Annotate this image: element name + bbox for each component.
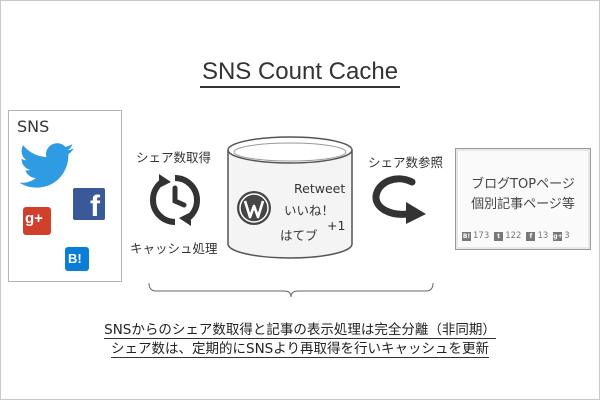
facebook-icon: f [73, 188, 105, 220]
count-twitter: t 122 [494, 231, 521, 241]
facebook-glyph: f [90, 190, 100, 220]
db-hatebu: はてブ [280, 228, 318, 243]
count-value: 122 [505, 231, 522, 241]
db-plus-one: +1 [327, 218, 346, 233]
bracket [148, 282, 434, 298]
count-value: 3 [564, 231, 570, 241]
share-counts: B! 173 t 122 f 13 g+ 3 [462, 231, 570, 241]
description-line-1: SNSからのシェア数取得と記事の表示処理は完全分離（非同期） [104, 322, 496, 339]
share-reference-caption: シェア数参照 [368, 155, 444, 170]
google-plus-glyph: g+ [25, 210, 43, 227]
twitter-mini-icon: t [494, 231, 504, 241]
hatena-glyph: B! [68, 251, 82, 266]
refresh-clock-icon [150, 174, 200, 226]
cache-database [227, 136, 353, 259]
hatena-bookmark-icon: B! [65, 247, 89, 271]
diagram-title: SNS Count Cache [0, 58, 600, 88]
blog-page-box: ブログTOPページ 個別記事ページ等 B! 173 t 122 f 13 g+ … [455, 148, 591, 250]
curved-arrow-icon [372, 175, 426, 224]
count-value: 173 [473, 231, 490, 241]
wordpress-icon [237, 191, 271, 225]
count-facebook: f 13 [526, 231, 548, 241]
page-line-2: 個別記事ページ等 [471, 197, 575, 212]
db-retweet: Retweet [294, 181, 346, 196]
share-fetch-caption: シェア数取得 [136, 150, 212, 165]
sns-box: SNS f g+ B! [8, 110, 122, 282]
hatena-mini-icon: B! [462, 231, 471, 241]
google-plus-icon: g+ [23, 207, 51, 235]
description-line-2: シェア数は、定期的にSNSより再取得を行いキャッシュを更新 [111, 341, 489, 358]
db-like: いいね！ [284, 203, 335, 218]
facebook-mini-icon: f [526, 231, 536, 241]
twitter-icon [19, 143, 74, 188]
cache-process-caption: キャッシュ処理 [130, 241, 218, 256]
sns-label: SNS [17, 117, 50, 136]
count-google-plus: g+ 3 [553, 231, 570, 241]
page-line-1: ブログTOPページ [471, 177, 575, 192]
google-plus-mini-icon: g+ [553, 231, 563, 241]
count-hatena: B! 173 [462, 231, 489, 241]
count-value: 13 [537, 231, 549, 241]
